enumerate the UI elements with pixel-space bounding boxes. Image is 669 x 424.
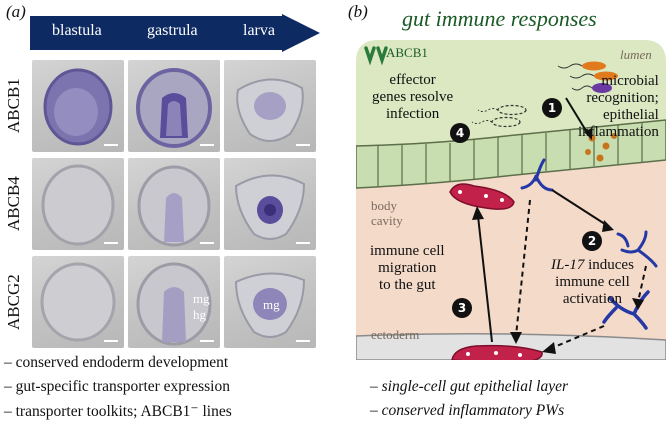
panel-b-title: gut immune responses [402,6,597,31]
microbe-orange-2 [594,71,618,81]
step-2-badge: 2 [582,231,602,251]
region-ectoderm-label: ectoderm [371,327,420,342]
gene-label-abcb4: ABCB4 [4,176,23,232]
gene-label-abcg2: ABCG2 [4,274,23,330]
micrograph-abcb4-blastula [32,158,124,250]
micrograph-abcb4-gastrula [128,158,220,250]
microbe-orange-1 [582,61,606,71]
legend-abcb1-label: ABCB1 [386,45,428,60]
stage-label-gastrula: gastrula [147,22,198,39]
label-hindgut-gastrula: hg [193,307,206,322]
micrograph-abcg2-blastula [32,256,124,348]
stage-label-blastula: blastula [52,22,102,39]
step-3-badge: 3 [452,298,472,318]
gene-label-abcb1: ABCB1 [4,78,23,134]
step-4-text: effector genes resolve infection [372,72,454,122]
panel-b-bullet-1: – single-cell gut epithelial layer [370,378,569,395]
panel-a-bullet-1: – conserved endoderm development [4,354,229,371]
panel-a-bullet-3: – transporter toolkits; ABCB1⁻ lines [4,403,232,420]
micrograph-abcg2-larva [224,256,316,348]
panel-b-label: (b) [348,2,368,21]
micrograph-abcb1-gastrula [128,60,220,152]
micrograph-abcb1-blastula [32,60,124,152]
panel-a-bullet-2: – gut-specific transporter expression [4,378,230,395]
step-1-badge: 1 [542,98,562,118]
immune-cell-gut [449,183,515,210]
step-2-text: IL-17 induces immune cell activation [551,257,634,307]
activated-cell-right [616,230,658,268]
micrograph-abcg2-gastrula [128,256,220,348]
panel-b-bullet-2: – conserved inflammatory PWs [370,402,565,419]
microbe-purple [592,83,612,93]
label-midgut-larva: mg [263,297,280,312]
micrograph-abcb4-larva [224,158,316,250]
step-4-badge: 4 [450,123,470,143]
step-1-text: microbial recognition; epithelial inflam… [578,73,659,140]
epithelial-cell-walls [377,122,643,187]
region-lumen-label: lumen [620,47,652,62]
micrograph-abcb1-larva [224,60,316,152]
region-body-cavity-label: body cavity [371,198,403,228]
abcb1-icon [364,46,388,66]
stage-label-larva: larva [243,22,275,39]
label-midgut-gastrula: mg [193,291,210,306]
activated-cell-epithelium [520,158,554,192]
gut-diagram [356,40,666,360]
panel-a-label: (a) [6,2,26,21]
stage-arrow-banner [30,14,320,52]
step-3-text: immune cell migration to the gut [370,243,445,293]
